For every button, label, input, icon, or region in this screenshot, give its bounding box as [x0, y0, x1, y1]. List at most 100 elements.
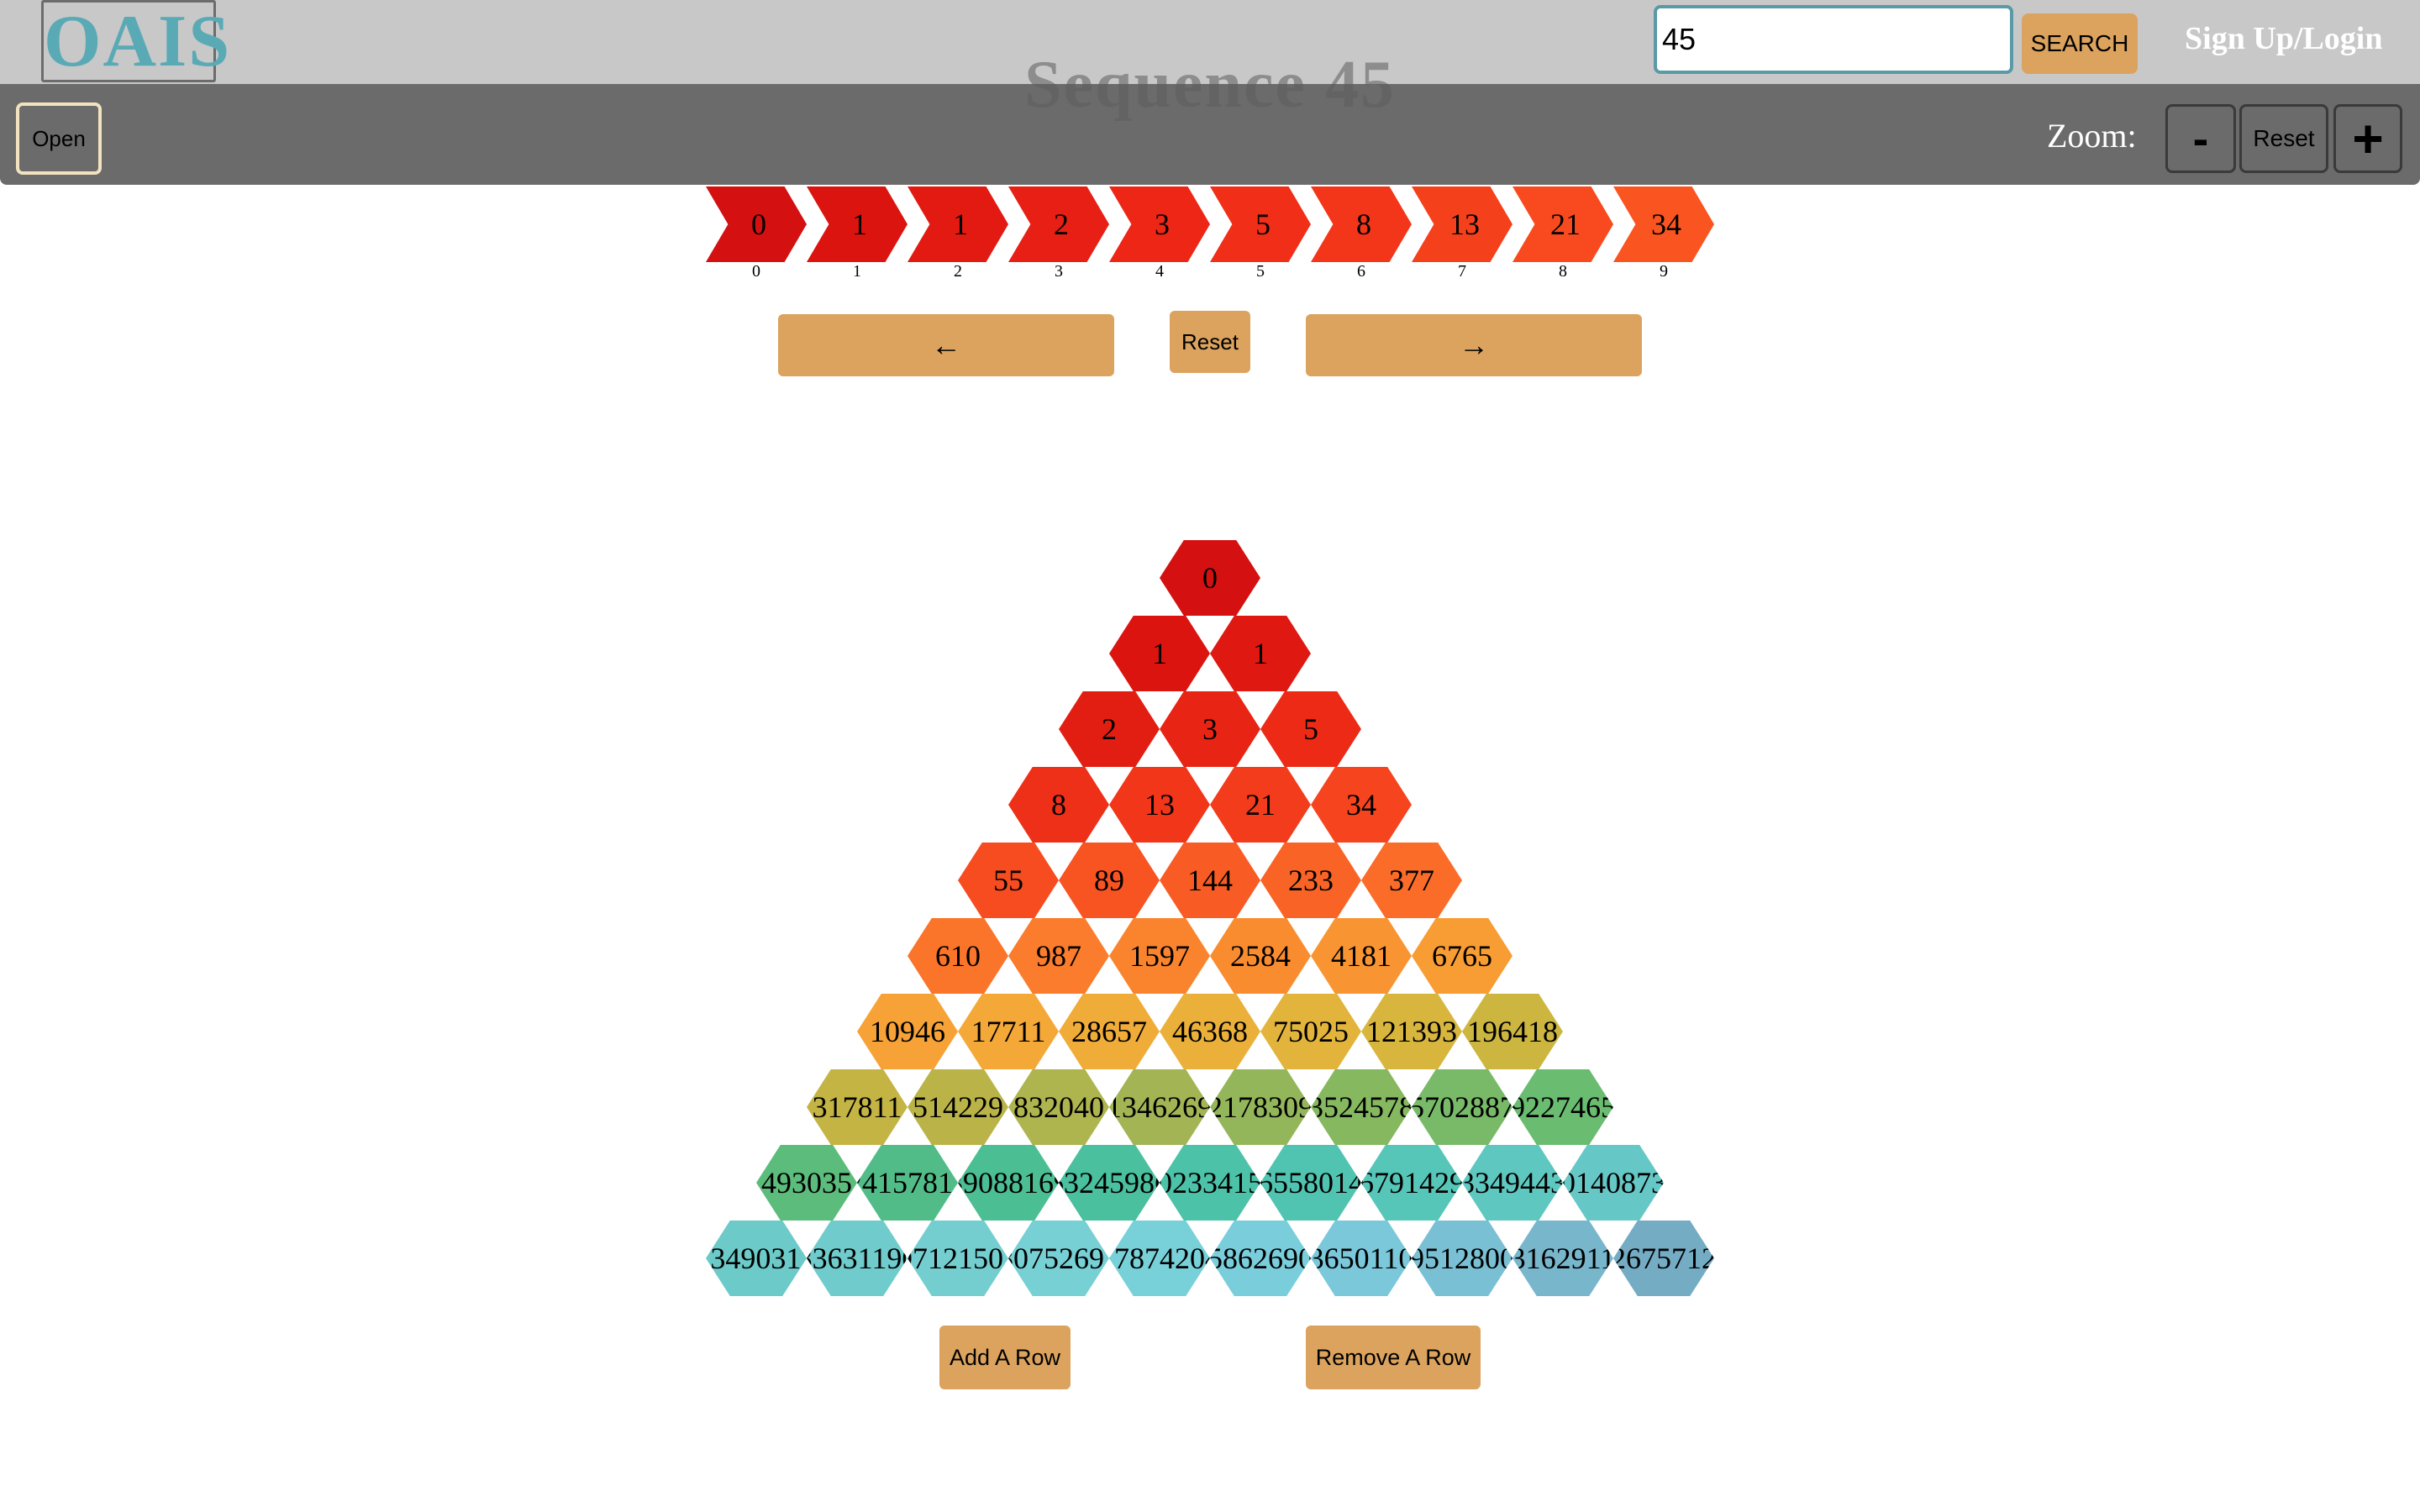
hex-cell[interactable]: 46368	[1160, 994, 1260, 1069]
sequence-term[interactable]: 1	[807, 186, 908, 262]
hex-cell[interactable]: 6765	[1412, 918, 1512, 994]
hex-cell[interactable]: 55	[958, 843, 1059, 918]
hex-cell[interactable]: 7778742049	[1109, 1221, 1210, 1296]
sequence-term[interactable]: 2	[1008, 186, 1109, 262]
hex-cell[interactable]: 1836311903	[807, 1221, 908, 1296]
sequence-term-value: 13	[1449, 207, 1480, 241]
hex-cell[interactable]: 2971215073	[908, 1221, 1008, 1296]
hex-cell[interactable]: 5	[1260, 691, 1361, 767]
hex-cell[interactable]: 233	[1260, 843, 1361, 918]
hex-cell[interactable]: 267914296	[1361, 1145, 1462, 1221]
sequence-term[interactable]: 1	[908, 186, 1008, 262]
sequence-term[interactable]: 8	[1311, 186, 1412, 262]
sequence-term-index: 3	[1055, 262, 1063, 281]
hex-cell[interactable]: 20365011074	[1311, 1221, 1412, 1296]
zoom-reset-button[interactable]: Reset	[2239, 104, 2328, 173]
oais-logo[interactable]: OAIS	[41, 0, 229, 82]
hex-cell[interactable]: 987	[1008, 918, 1109, 994]
hex-cell[interactable]: 102334155	[1160, 1145, 1260, 1221]
hex-cell[interactable]: 14930352	[756, 1145, 857, 1221]
add-row-button[interactable]: Add A Row	[939, 1326, 1071, 1389]
hex-cell[interactable]: 34	[1311, 767, 1412, 843]
hex-cell[interactable]: 2178309	[1210, 1069, 1311, 1145]
hex-cell[interactable]: 53316291173	[1512, 1221, 1613, 1296]
hex-cell[interactable]: 8	[1008, 767, 1109, 843]
hex-cell[interactable]: 24157817	[857, 1145, 958, 1221]
hex-cell[interactable]: 10946	[857, 994, 958, 1069]
sequence-term-value: 1	[852, 207, 867, 241]
hex-cell[interactable]: 39088169	[958, 1145, 1059, 1221]
sequence-term-index: 1	[853, 262, 861, 281]
hex-cell[interactable]: 4181	[1311, 918, 1412, 994]
sequence-term-value: 1	[953, 207, 968, 241]
hex-cell[interactable]: 832040	[1008, 1069, 1109, 1145]
hex-cell[interactable]: 3524578	[1311, 1069, 1412, 1145]
hex-cell[interactable]: 433494437	[1462, 1145, 1563, 1221]
sequence-term[interactable]: 21	[1512, 186, 1613, 262]
sequence-term-value: 3	[1155, 207, 1170, 241]
sequence-term-value: 0	[751, 207, 766, 241]
hex-cell[interactable]: 17711	[958, 994, 1059, 1069]
sequence-term-index: 7	[1458, 262, 1466, 281]
hex-cell[interactable]: 1134903170	[706, 1221, 807, 1296]
sequence-term-index: 9	[1660, 262, 1668, 281]
sequence-term-index: 5	[1256, 262, 1265, 281]
sequence-term[interactable]: 0	[706, 186, 807, 262]
zoom-label: Zoom:	[2047, 117, 2137, 155]
zoom-out-button[interactable]: -	[2165, 104, 2236, 173]
hex-cell[interactable]: 32951280099	[1412, 1221, 1512, 1296]
hex-cell[interactable]: 3	[1160, 691, 1260, 767]
sequence-term-value: 8	[1356, 207, 1371, 241]
hex-cell[interactable]: 1	[1210, 616, 1311, 691]
hex-cell[interactable]: 5702887	[1412, 1069, 1512, 1145]
hex-cell[interactable]: 0	[1160, 540, 1260, 616]
sequence-term-index: 4	[1155, 262, 1164, 281]
signup-login-link[interactable]: Sign Up/Login	[2185, 21, 2383, 56]
next-button[interactable]: →	[1306, 314, 1642, 376]
hex-cell[interactable]: 1	[1109, 616, 1210, 691]
top-header: OAIS SEARCH Sign Up/Login	[0, 0, 2420, 84]
hex-cell[interactable]: 21	[1210, 767, 1311, 843]
hex-cell[interactable]: 89	[1059, 843, 1160, 918]
sequence-term-index: 8	[1559, 262, 1567, 281]
previous-button[interactable]: ←	[778, 314, 1114, 376]
hex-cell[interactable]: 86267571272	[1613, 1221, 1714, 1296]
sequence-term[interactable]: 34	[1613, 186, 1714, 262]
hex-cell[interactable]: 12586269025	[1210, 1221, 1311, 1296]
hex-cell[interactable]: 701408733	[1563, 1145, 1664, 1221]
hex-cell[interactable]: 610	[908, 918, 1008, 994]
hex-cell[interactable]: 144	[1160, 843, 1260, 918]
hex-cell[interactable]: 28657	[1059, 994, 1160, 1069]
remove-row-button[interactable]: Remove A Row	[1306, 1326, 1481, 1389]
toolbar: Sequence 45 Open Zoom: - Reset +	[0, 48, 2420, 185]
hex-cell[interactable]: 63245986	[1059, 1145, 1160, 1221]
open-button[interactable]: Open	[16, 102, 102, 175]
sequence-term-value: 5	[1255, 207, 1270, 241]
hex-cell[interactable]: 165580141	[1260, 1145, 1361, 1221]
sequence-term-index: 0	[752, 262, 760, 281]
hex-cell[interactable]: 196418	[1462, 994, 1563, 1069]
hex-cell[interactable]: 317811	[807, 1069, 908, 1145]
hex-cell[interactable]: 121393	[1361, 994, 1462, 1069]
zoom-in-button[interactable]: +	[2333, 104, 2402, 173]
hex-cell[interactable]: 377	[1361, 843, 1462, 918]
hex-cell[interactable]: 2	[1059, 691, 1160, 767]
sequence-term[interactable]: 5	[1210, 186, 1311, 262]
hex-cell[interactable]: 9227465	[1512, 1069, 1613, 1145]
sequence-term-index: 6	[1357, 262, 1365, 281]
sequence-term[interactable]: 13	[1412, 186, 1512, 262]
sequence-term-value: 21	[1550, 207, 1581, 241]
hex-cell[interactable]: 1597	[1109, 918, 1210, 994]
hex-cell[interactable]: 2584	[1210, 918, 1311, 994]
hex-cell[interactable]: 4807526976	[1008, 1221, 1109, 1296]
hex-cell[interactable]: 1346269	[1109, 1069, 1210, 1145]
search-input[interactable]	[1654, 5, 2013, 74]
sequence-reset-button[interactable]: Reset	[1170, 311, 1250, 373]
sequence-term-value: 2	[1054, 207, 1069, 241]
search-button[interactable]: SEARCH	[2022, 13, 2138, 74]
hex-cell[interactable]: 13	[1109, 767, 1210, 843]
hex-cell[interactable]: 75025	[1260, 994, 1361, 1069]
sequence-term[interactable]: 3	[1109, 186, 1210, 262]
sequence-term-index: 2	[954, 262, 962, 281]
hex-cell[interactable]: 514229	[908, 1069, 1008, 1145]
